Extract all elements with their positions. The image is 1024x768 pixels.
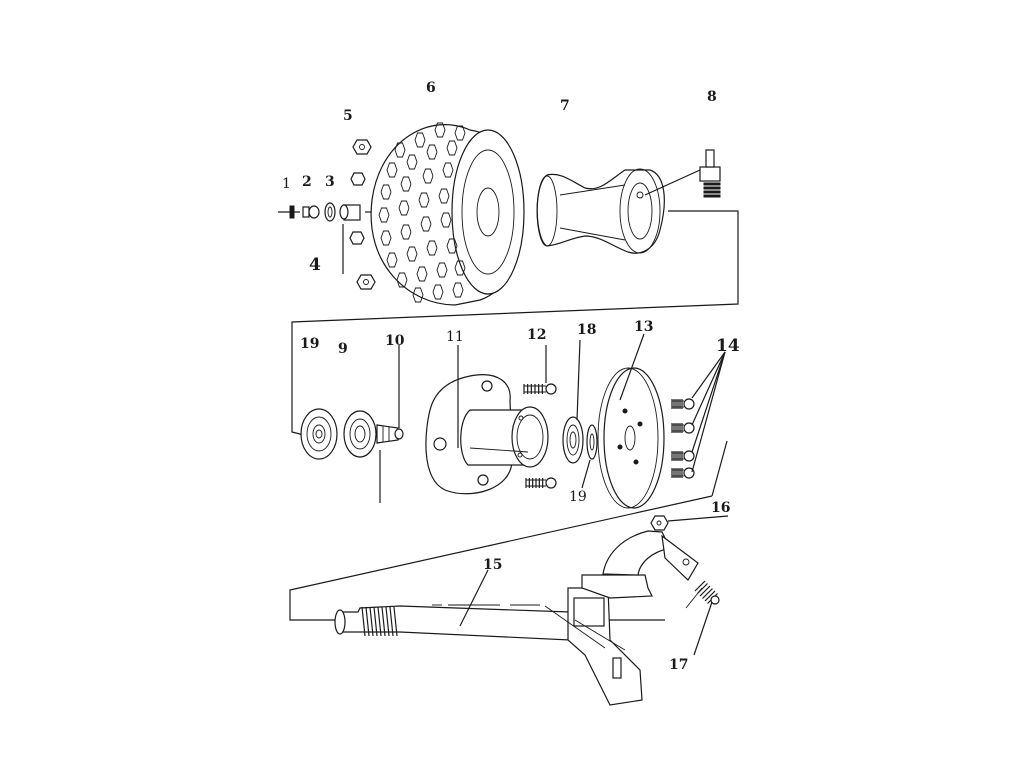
perforation-hole: [414, 132, 426, 148]
part-labels: 1 2 3 4 5 6 7 8 19 9 10 11 12 18 13 14 1…: [282, 80, 740, 673]
perforation-hole: [394, 142, 406, 158]
label-part-2: 2: [302, 174, 312, 190]
label-part-4: 4: [309, 255, 321, 275]
label-part-17: 17: [669, 657, 688, 673]
label-part-19-left: 19: [300, 336, 319, 352]
part-13-disc: [597, 333, 665, 509]
perforation-hole: [380, 230, 392, 246]
lance-spring: [361, 606, 398, 637]
perforation-hole: [378, 207, 390, 223]
perforation-hole: [422, 168, 434, 184]
part-19-washer-right: [581, 424, 598, 489]
label-part-19-right: 19: [569, 489, 587, 505]
label-part-9: 9: [338, 341, 348, 357]
bolt-set: [671, 398, 695, 479]
label-part-3: 3: [325, 174, 335, 190]
perforation-hole: [420, 216, 432, 232]
perforation-hole: [452, 282, 464, 298]
perforation-hole: [412, 287, 424, 303]
perforation-hole: [446, 140, 458, 156]
part-7-funnel-housing: [536, 168, 665, 254]
part-8-elbow-nozzle: [644, 149, 721, 198]
part-10-threaded-sleeve: [376, 345, 404, 444]
bolt-upper: [523, 383, 557, 395]
perforation-hole: [406, 154, 418, 170]
label-part-5: 5: [343, 108, 353, 124]
perforation-hole: [440, 212, 452, 228]
part-2-bolt: [302, 205, 320, 219]
perforation-hole: [446, 238, 458, 254]
part-14-bolts: [671, 351, 726, 479]
perforation-hole: [438, 188, 450, 204]
label-part-12: 12: [527, 327, 546, 343]
part-3-washer: [324, 202, 336, 222]
perforation-hole: [416, 266, 428, 282]
label-part-18: 18: [577, 322, 596, 338]
perforation-hole: [454, 260, 466, 276]
part-19-seal-ring-left: [300, 408, 338, 460]
bolt-lower: [525, 477, 557, 489]
perforation-hole: [432, 284, 444, 300]
perforation-hole: [434, 122, 446, 138]
spring-screw: [694, 580, 720, 605]
part-16-nut: [650, 515, 729, 531]
perforation-hole: [398, 200, 410, 216]
label-part-16: 16: [711, 500, 730, 516]
perforation-hole: [426, 144, 438, 160]
part-12-bolts: [523, 345, 557, 489]
perforation-hole: [396, 272, 408, 288]
part-6-perforated-head: [370, 122, 525, 306]
perforation-holes: [378, 122, 466, 303]
label-part-15: 15: [483, 557, 502, 573]
part-5-nuts: [349, 139, 376, 290]
gun-body: [544, 574, 653, 706]
label-part-7: 7: [560, 98, 570, 114]
part-9-bearing: [343, 410, 377, 458]
perforation-hole: [436, 262, 448, 278]
label-part-11: 11: [446, 329, 464, 345]
label-part-8: 8: [707, 89, 717, 105]
perforation-hole: [454, 125, 466, 141]
perforation-hole: [418, 192, 430, 208]
perforation-hole: [426, 240, 438, 256]
perforation-hole: [400, 224, 412, 240]
part-1-pin: [278, 205, 300, 219]
part-11-flange-housing: [425, 345, 549, 495]
perforation-hole: [400, 176, 412, 192]
label-part-10: 10: [385, 333, 405, 349]
part-15-spray-lance: [334, 569, 571, 641]
label-part-13: 13: [634, 319, 653, 335]
perforation-hole: [442, 162, 454, 178]
perforation-hole: [406, 246, 418, 262]
trigger-hose: [602, 530, 699, 581]
perforation-hole: [386, 252, 398, 268]
part-17-spring-screw: [685, 580, 720, 656]
perforation-hole: [380, 184, 392, 200]
label-part-1: 1: [282, 176, 291, 192]
perforation-hole: [386, 162, 398, 178]
part-18-seal: [562, 339, 584, 464]
label-part-14: 14: [716, 336, 740, 356]
label-part-6: 6: [426, 80, 436, 96]
